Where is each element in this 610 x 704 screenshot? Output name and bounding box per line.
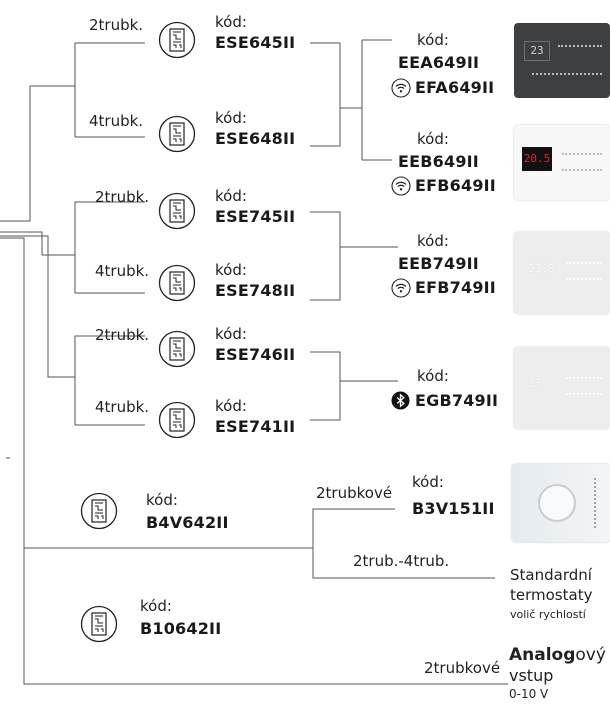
code-egb749: EGB749II [415,391,499,410]
analog-title-bold: Analog [509,645,576,665]
kod-label: kód: [412,473,444,491]
code-ese746: ESE746II [215,345,296,364]
code-ese648: ESE648II [215,129,296,148]
std-line1: Standardní [510,566,592,584]
std-line3: volič rychlostí [510,608,586,621]
valve-module-icon [80,492,118,530]
pipe-label-746: 2trubk. [95,326,150,344]
valve-module-icon [158,330,196,368]
dial-knob [538,484,576,522]
code-b3v151: B3V151II [412,499,495,518]
valve-module-icon [158,401,196,439]
device-buttons [558,45,602,49]
analog-line3: 0-10 V [509,687,549,701]
code-b4v642: B4V642II [146,513,229,532]
analog-title: Analogový [509,645,606,665]
code-eeb649: EEB649II [398,152,479,171]
code-b10642: B10642II [140,619,222,638]
device-buttons [562,153,602,155]
kod-label: kód: [215,187,247,205]
device-display: 23 [524,41,550,61]
valve-module-icon [158,264,196,302]
code-ese645: ESE645II [215,33,296,52]
pipe-label-648: 4trubk. [89,112,144,130]
pipe-label-748: 4trubk. [95,262,150,280]
pipe-label-645: 2trubk. [89,16,144,34]
pipe-label-analog: 2trubkové [424,659,501,677]
kod-label: kód: [146,491,178,509]
device-buttons [566,393,602,395]
kod-label: kód: [215,397,247,415]
trunk-line-top [0,42,145,222]
thermostat-device-dark: 23 [514,23,610,98]
wifi-icon [391,176,411,196]
device-display: 23.0 [528,377,555,390]
pipe-label-b3v: 2trubkové [316,484,393,502]
pipe-label-745: 2trubk. [95,188,150,206]
code-efb749: EFB749II [415,278,496,297]
device-buttons [562,169,602,171]
kod-label: kód: [417,130,449,148]
kod-label: kód: [215,325,247,343]
device-display: 20.5 [522,147,552,171]
kod-label: kód: [417,367,449,385]
kod-label: kód: [215,261,247,279]
bluetooth-icon [391,391,410,410]
pipe-label-741: 4trubk. [95,398,150,416]
code-ese745: ESE745II [215,207,296,226]
code-eea649: EEA649II [398,53,480,72]
analog-line2: vstup [509,666,554,685]
valve-module-icon [158,192,196,230]
code-efb649: EFB649II [415,176,496,195]
valve-module-icon [158,115,196,153]
device-buttons [566,377,602,379]
valve-module-icon [158,21,196,59]
kod-label: kód: [215,13,247,31]
kod-label: kód: [215,109,247,127]
thermostat-device-white-red: 20.5 [514,125,610,200]
code-ese748: ESE748II [215,281,296,300]
code-ese741: ESE741II [215,417,296,436]
speed-switch [594,478,602,528]
analog-title-rest: ový [575,645,606,665]
device-buttons [566,262,602,264]
thermostat-device-white-bt: 23.0 [514,347,610,429]
code-eeb749: EEB749II [398,254,479,273]
code-efa649: EFA649II [415,78,495,97]
kod-label: kód: [417,31,449,49]
valve-module-icon [80,605,118,643]
device-buttons [532,73,602,77]
wifi-icon [391,278,411,298]
analog-thermostat-device [512,464,610,542]
kod-label: kód: [140,597,172,615]
std-line2: termostaty [510,586,593,604]
thermostat-device-white: 23.0 [514,232,610,314]
pipe-label-std: 2trub.-4trub. [353,552,450,570]
device-buttons [566,278,602,280]
device-display: 23.0 [528,262,555,275]
wifi-icon [391,78,411,98]
kod-label: kód: [417,232,449,250]
